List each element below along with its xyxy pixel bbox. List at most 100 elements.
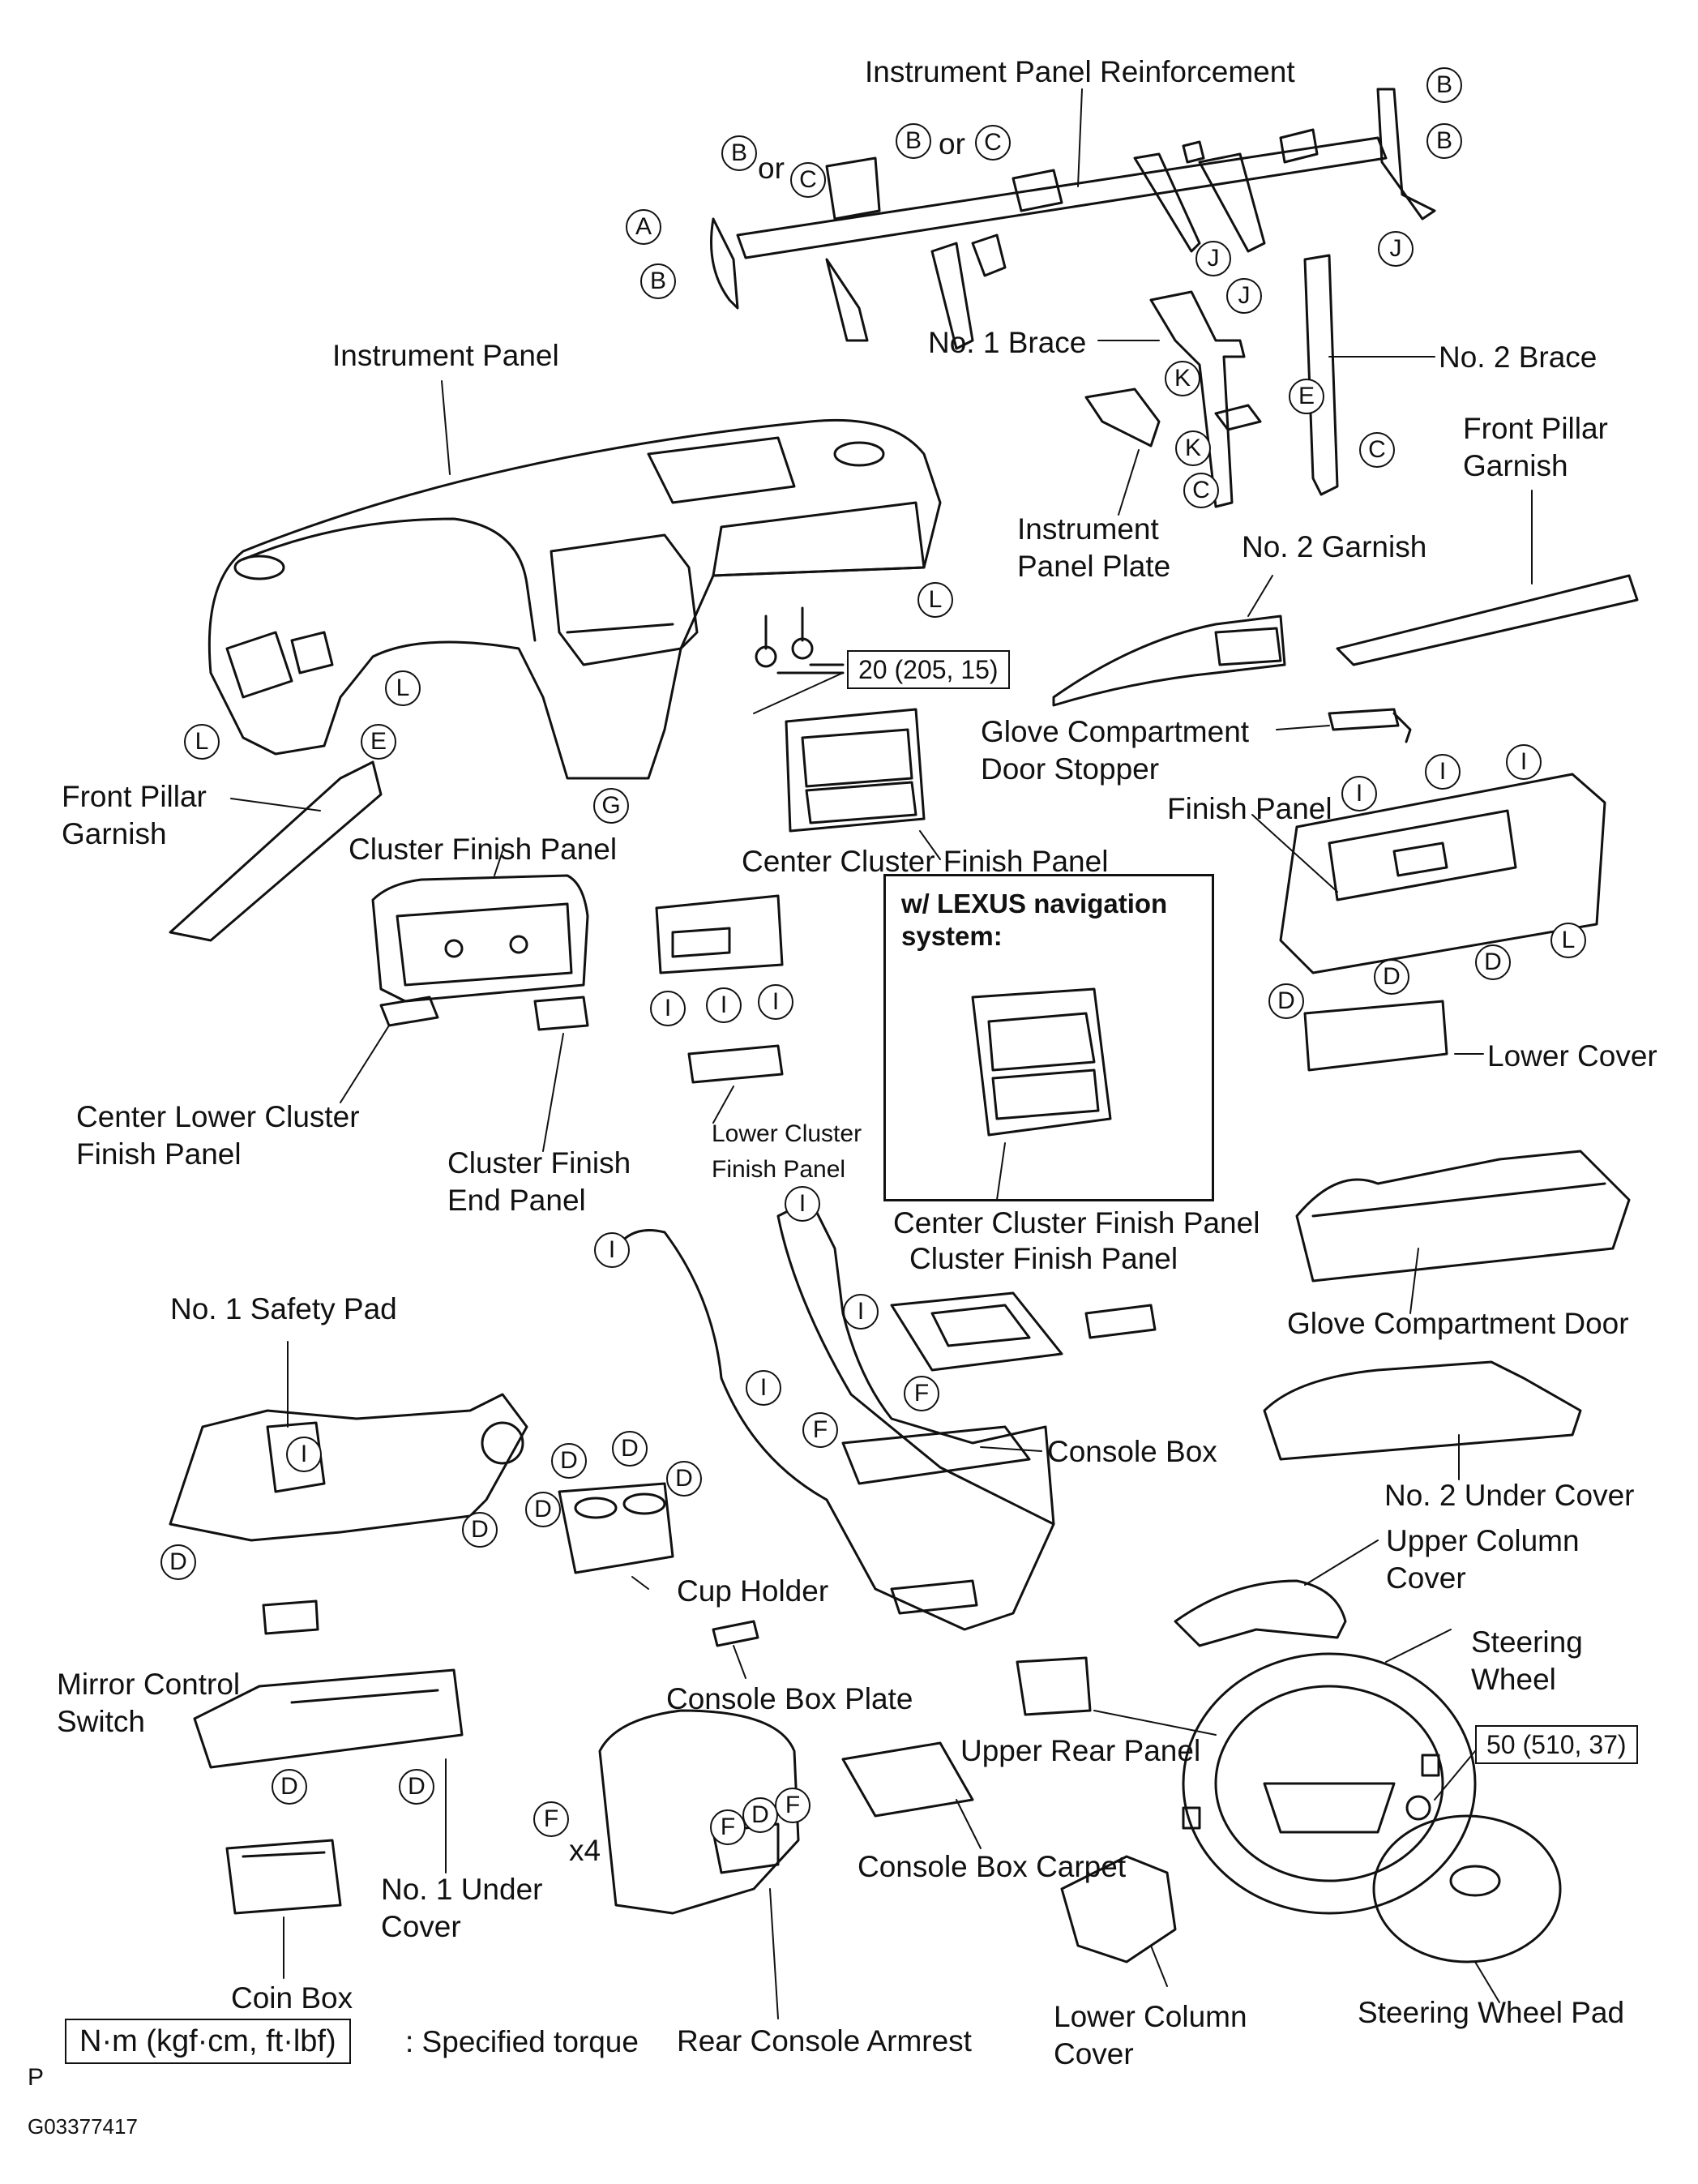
callout-j: J — [1195, 241, 1231, 276]
upper-column-cover-part — [1174, 1579, 1347, 1647]
label-upper-rear-panel: Upper Rear Panel — [960, 1734, 1201, 1767]
callout-i: I — [1341, 776, 1377, 812]
torque-box-panel-bolts: 20 (205, 15) — [847, 650, 1010, 689]
label-no1-brace: No. 1 Brace — [928, 326, 1087, 359]
label-lower-cover: Lower Cover — [1487, 1039, 1657, 1073]
callout-e: E — [361, 724, 396, 760]
callout-i: I — [650, 991, 686, 1026]
callout-i: I — [1425, 754, 1461, 790]
callout-l: L — [1550, 923, 1586, 958]
nav-variant-box — [883, 874, 1214, 1201]
label-finish-panel: Finish Panel — [1167, 792, 1332, 825]
label-mirror-control-switch: Mirror Control Switch — [57, 1668, 241, 1738]
callout-e: E — [1289, 379, 1324, 414]
no2-under-cover-part — [1263, 1360, 1582, 1461]
callout-d: D — [1475, 944, 1511, 980]
callout-i: I — [758, 984, 793, 1020]
callout-d: D — [1374, 959, 1409, 995]
label-cluster-finish-panel-console: Cluster Finish Panel — [909, 1242, 1178, 1275]
callout-c: C — [1183, 473, 1219, 508]
callout-d: D — [160, 1544, 196, 1580]
leader-lines — [230, 88, 1533, 2019]
torque-box-steering-nut: 50 (510, 37) — [1475, 1725, 1638, 1764]
callout-k: K — [1175, 430, 1211, 466]
nav-variant-title: w/ LEXUS navigation system: — [901, 889, 1168, 951]
label-cluster-finish-end: Cluster Finish End Panel — [447, 1146, 631, 1217]
callout-c: C — [790, 162, 826, 198]
finish-panel-part — [1279, 773, 1606, 974]
small-panels-parts — [379, 894, 784, 1084]
glove-door-part — [1295, 1150, 1631, 1283]
no1-under-cover-part — [193, 1668, 464, 1769]
figure-code: G03377417 — [28, 2114, 138, 2139]
callout-b: B — [896, 123, 931, 159]
label-ip-reinforcement: Instrument Panel Reinforcement — [865, 55, 1295, 88]
label-rear-console-armrest: Rear Console Armrest — [677, 2024, 972, 2058]
label-no2-brace: No. 2 Brace — [1439, 340, 1597, 374]
ip-reinforcement-part — [710, 88, 1436, 350]
label-cup-holder: Cup Holder — [677, 1574, 829, 1608]
callout-d: D — [462, 1512, 498, 1548]
label-cluster-finish-panel: Cluster Finish Panel — [349, 833, 618, 866]
callout-f: F — [904, 1376, 939, 1411]
label-front-pillar-garnish-left: Front Pillar Garnish — [62, 780, 207, 850]
callout-k: K — [1165, 361, 1200, 396]
callout-l: L — [385, 670, 421, 706]
upper-rear-panel-part — [1016, 1656, 1092, 1716]
front-pillar-garnish-parts — [169, 574, 1639, 942]
callout-d: D — [399, 1769, 434, 1805]
label-no1-safety-pad: No. 1 Safety Pad — [170, 1292, 397, 1325]
callout-d: D — [612, 1431, 648, 1467]
callout-i: I — [746, 1370, 781, 1406]
callout-b: B — [1426, 67, 1462, 103]
callout-j: J — [1378, 231, 1414, 267]
callout-b: B — [1426, 123, 1462, 159]
label-no2-garnish: No. 2 Garnish — [1242, 530, 1427, 563]
console-cluster-finish-panel-part — [890, 1291, 1157, 1372]
callout-f: F — [533, 1801, 569, 1837]
callout-d: D — [742, 1797, 778, 1833]
cluster-finish-panel-part — [371, 874, 589, 1003]
label-console-box: Console Box — [1047, 1435, 1217, 1468]
console-box-plate-part — [712, 1620, 759, 1647]
legend-text: : Specified torque — [405, 2025, 639, 2058]
callout-i: I — [706, 987, 742, 1023]
label-center-lower-cluster: Center Lower Cluster Finish Panel — [76, 1100, 360, 1171]
brace-parts — [1084, 254, 1339, 508]
callout-b: B — [721, 135, 757, 171]
callout-d: D — [272, 1769, 307, 1805]
label-steering-wheel-pad: Steering Wheel Pad — [1358, 1996, 1625, 2029]
center-cluster-finish-panel-part — [785, 708, 926, 833]
or-label: or — [939, 127, 965, 161]
coin-box-part — [225, 1839, 342, 1915]
callout-f: F — [710, 1809, 746, 1845]
callout-i: I — [785, 1186, 820, 1222]
callout-l: L — [917, 582, 953, 618]
label-no2-under-cover: No. 2 Under Cover — [1384, 1479, 1635, 1512]
callout-i: I — [1506, 744, 1542, 780]
callout-d: D — [525, 1492, 561, 1527]
or-label: or — [758, 152, 785, 185]
label-glove-compartment-door: Glove Compartment Door — [1287, 1307, 1629, 1340]
callout-c: C — [1359, 432, 1395, 468]
footer-p: P — [28, 2064, 45, 2091]
callout-f: F — [775, 1788, 811, 1823]
steering-wheel-part — [1182, 1652, 1477, 1915]
label-lower-cluster-finish: Lower Cluster Finish Panel — [712, 1120, 862, 1183]
steering-wheel-pad-part — [1372, 1795, 1562, 1963]
callout-i: I — [843, 1294, 879, 1330]
cup-holder-part — [558, 1482, 674, 1574]
label-front-pillar-garnish-right: Front Pillar Garnish — [1463, 412, 1608, 482]
console-part — [614, 1198, 1055, 1631]
label-instrument-panel: Instrument Panel — [332, 339, 559, 372]
label-glove-stopper: Glove Compartment Door Stopper — [981, 715, 1250, 786]
label-upper-column-cover: Upper Column Cover — [1386, 1524, 1580, 1595]
callout-g: G — [593, 788, 629, 824]
callout-i: I — [286, 1437, 322, 1472]
no2-garnish-part — [1052, 615, 1286, 707]
label-console-box-carpet: Console Box Carpet — [858, 1850, 1127, 1883]
callout-a: A — [626, 209, 661, 245]
lower-column-cover-part — [1060, 1855, 1177, 1963]
legend-unit-box: N·m (kgf·cm, ft·lbf) — [65, 2019, 351, 2064]
